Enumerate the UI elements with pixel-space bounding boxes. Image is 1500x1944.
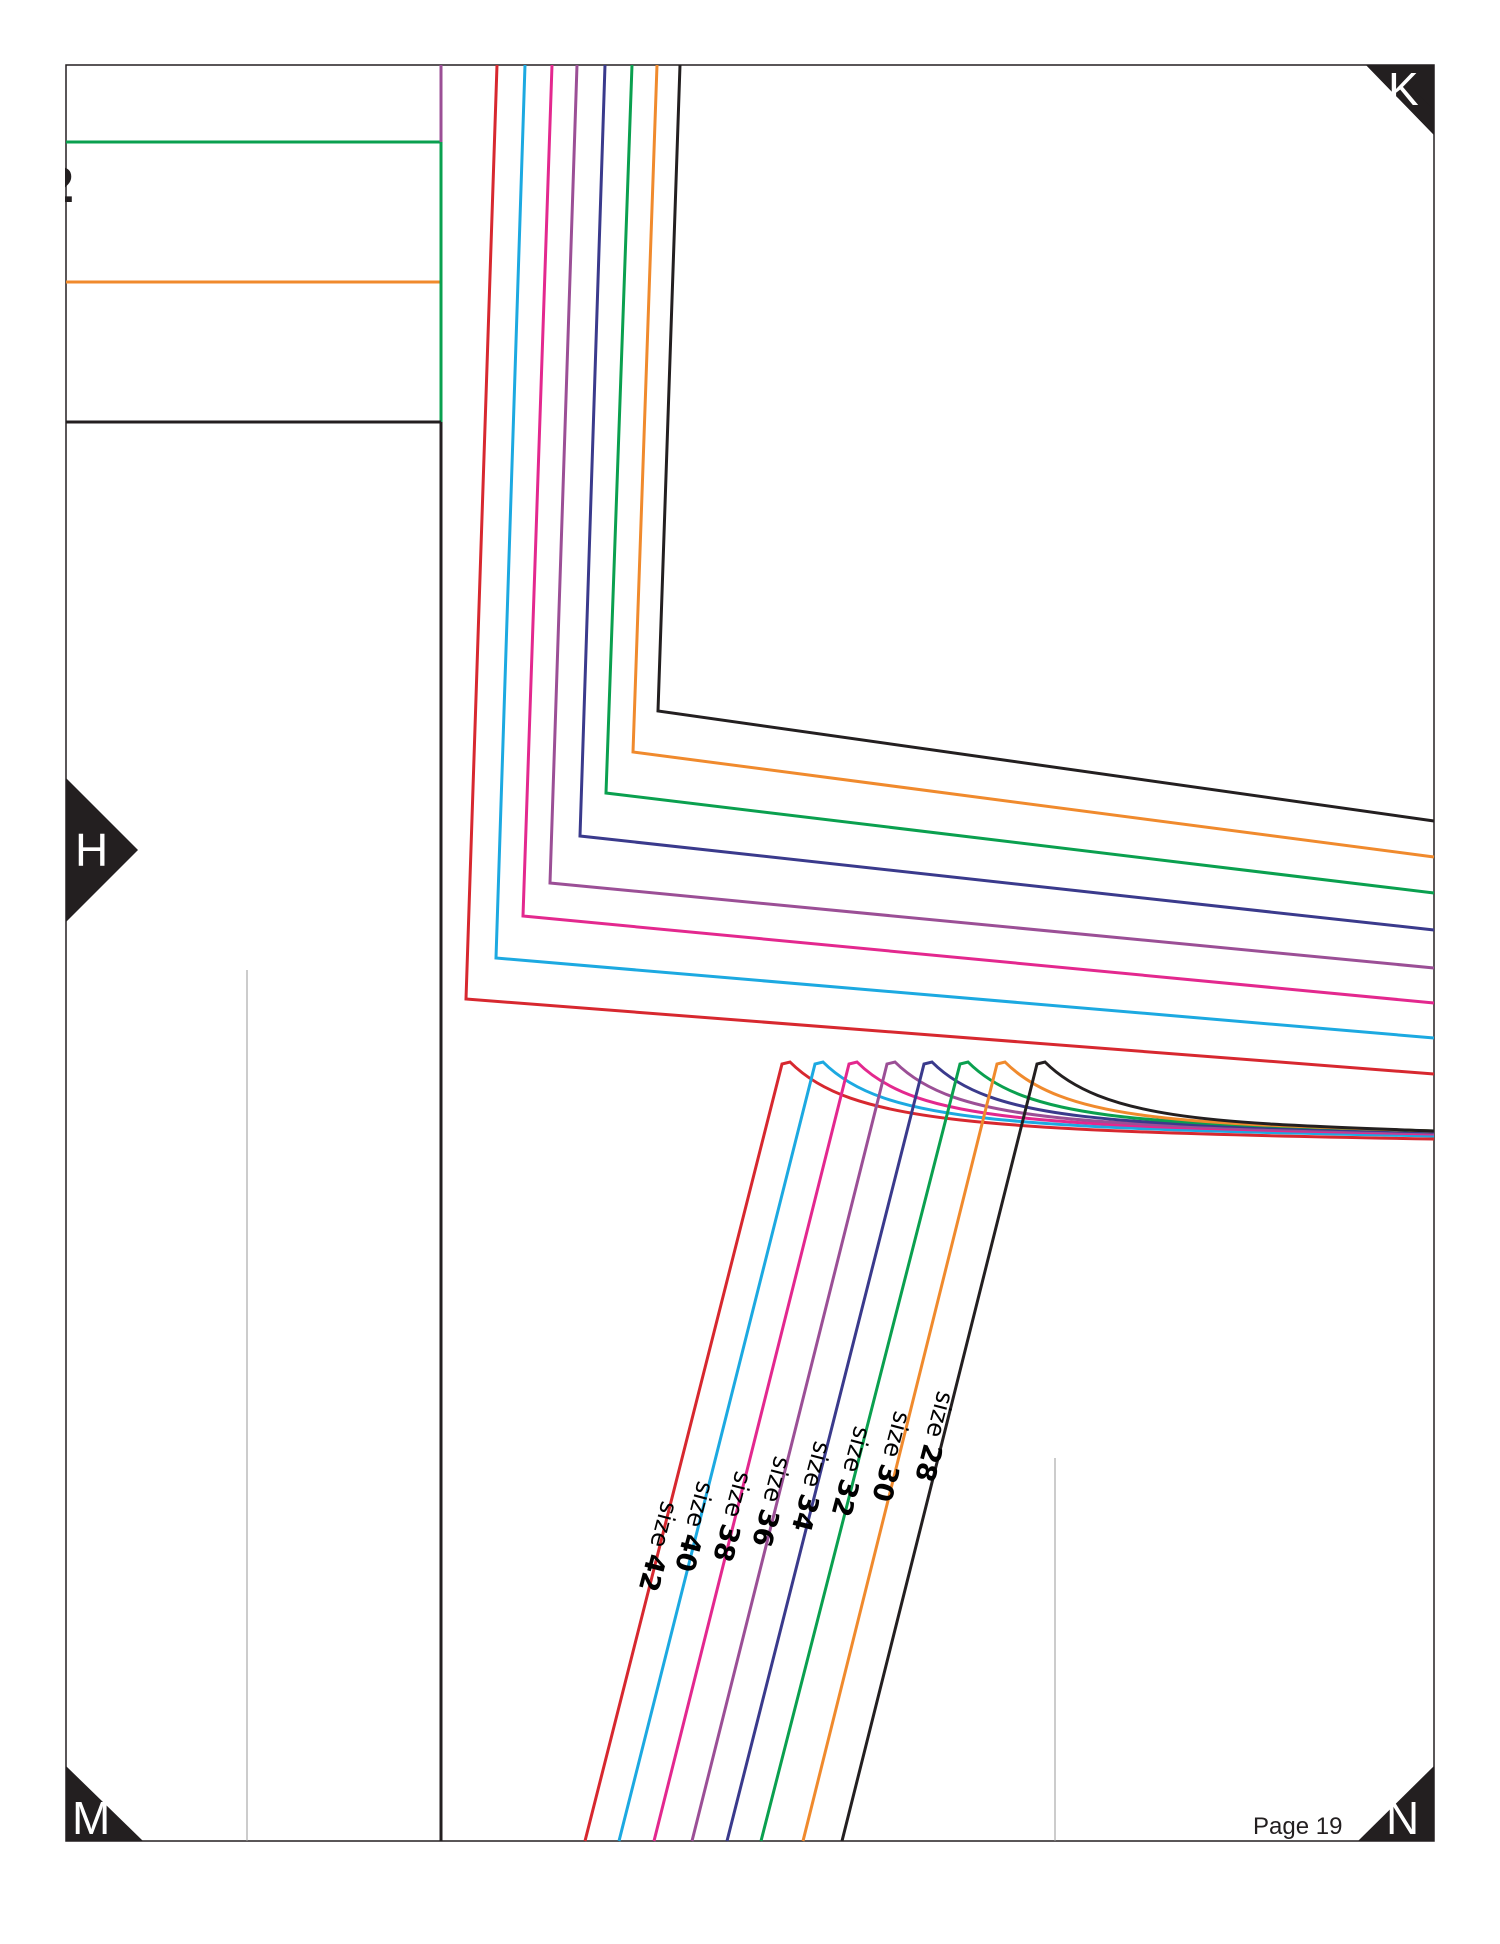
marker-h-triangle (66, 778, 138, 922)
marker-n-triangle (1358, 1766, 1434, 1841)
marker-m-label: M (72, 1792, 110, 1844)
cut-line-upper (548, 64, 1435, 970)
marker-m: M (66, 1766, 143, 1844)
marker-n-label: N (1386, 1792, 1419, 1844)
size-label: size 30 (865, 1408, 918, 1505)
marker-n: N (1358, 1766, 1434, 1844)
size-cut-lines (464, 64, 1435, 1842)
marker-k: K (1366, 63, 1434, 135)
cut-line-upper (494, 64, 1435, 1040)
size-label: size 28 (908, 1388, 961, 1485)
size-label: size 38 (706, 1468, 759, 1565)
size-label-prefix: size (876, 1408, 917, 1467)
cut-line-upper (631, 64, 1435, 859)
marker-m-triangle (66, 1766, 143, 1841)
marker-k-shape (1366, 65, 1434, 135)
cut-line-upper (521, 64, 1435, 1005)
size-label-number: 34 (785, 1491, 825, 1535)
size-label-prefix: size (835, 1423, 876, 1483)
marker-h-label: H (75, 824, 108, 876)
marker-h: H (66, 778, 138, 922)
marker-k-label: K (1388, 63, 1419, 115)
size-label: size 32 (825, 1423, 879, 1520)
cut-line-upper (656, 64, 1435, 823)
page-number: Page 19 (1253, 1813, 1342, 1840)
size-label-number: 30 (865, 1461, 904, 1505)
size-label-number: 28 (908, 1441, 947, 1485)
size-label-number: 36 (745, 1506, 784, 1550)
size-label-number: 38 (706, 1521, 745, 1565)
size-label: size 36 (745, 1453, 798, 1550)
size-label-prefix: size (678, 1478, 719, 1537)
cut-line-lower (583, 1060, 1435, 1842)
glyph-mask (0, 65, 65, 265)
size-label-prefix: size (795, 1438, 836, 1498)
page-border (65, 64, 1435, 1842)
size-label-number: 32 (825, 1476, 865, 1520)
cut-line-upper (604, 64, 1435, 895)
cut-line-lower (652, 1060, 1435, 1842)
cut-line-upper (464, 64, 1435, 1076)
cut-line-lower (617, 1060, 1435, 1842)
size-label: size 34 (785, 1438, 838, 1535)
size-label-number: 42 (632, 1551, 672, 1595)
cut-line-upper (578, 64, 1435, 932)
size-label-prefix: size (919, 1388, 960, 1447)
cut-line-lower (690, 1060, 1435, 1842)
size-label: size 40 (668, 1478, 721, 1575)
size-label-prefix: size (756, 1453, 797, 1512)
left-pattern-piece (66, 65, 1056, 1841)
cut-line-lower (840, 1060, 1435, 1842)
